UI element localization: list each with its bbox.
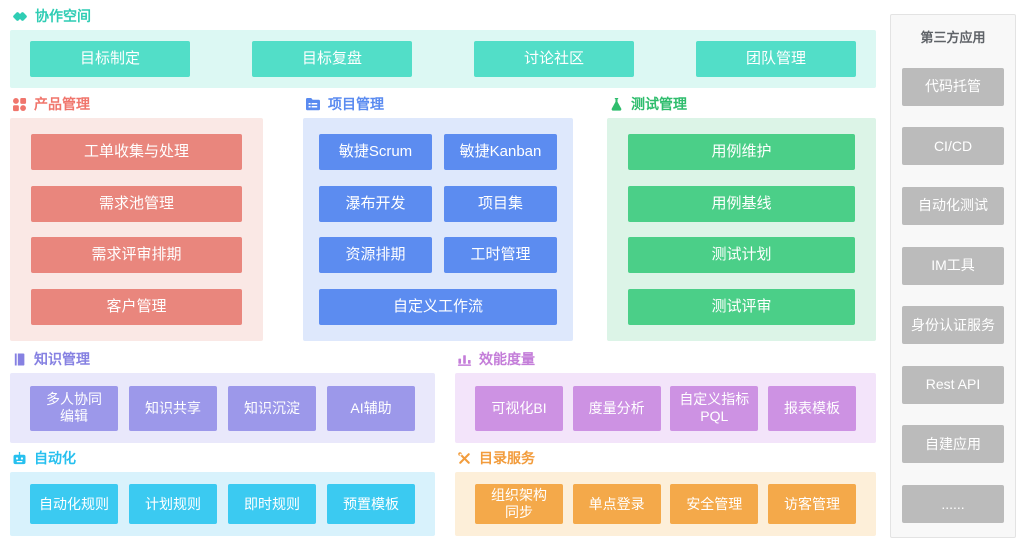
section-testing-header: 测试管理 xyxy=(607,94,876,114)
module-button-agile-scrum[interactable]: 敏捷Scrum xyxy=(319,134,432,170)
module-button-discussion-community[interactable]: 讨论社区 xyxy=(474,41,634,77)
section-testing: 测试管理 用例维护 用例基线 测试计划 测试评审 xyxy=(607,94,876,341)
integration-button-identity-auth[interactable]: 身份认证服务 xyxy=(902,306,1004,345)
module-button-bi-visualization[interactable]: 可视化BI xyxy=(475,385,563,431)
module-button-ticket-collection[interactable]: 工单收集与处理 xyxy=(31,134,242,170)
book-icon xyxy=(12,352,27,367)
section-title: 产品管理 xyxy=(34,96,90,112)
section-project-panel: 敏捷Scrum 敏捷Kanban 瀑布开发 项目集 资源排期 工时管理 自定义工… xyxy=(303,118,573,341)
module-button-custom-workflow[interactable]: 自定义工作流 xyxy=(319,288,557,325)
robot-icon xyxy=(12,451,27,466)
section-directory-panel: 组织架构同步 单点登录 安全管理 访客管理 xyxy=(455,472,876,536)
modules-grid-icon xyxy=(12,97,27,112)
integration-button-automated-testing[interactable]: 自动化测试 xyxy=(902,186,1004,225)
section-testing-panel: 用例维护 用例基线 测试计划 测试评审 xyxy=(607,118,876,341)
module-button-program[interactable]: 项目集 xyxy=(444,185,557,222)
section-collaboration: 协作空间 目标制定 目标复盘 讨论社区 团队管理 xyxy=(10,6,876,88)
section-automation-header: 自动化 xyxy=(10,448,435,468)
module-button-scheduled-rules[interactable]: 计划规则 xyxy=(129,484,217,524)
section-product-panel: 工单收集与处理 需求池管理 需求评审排期 客户管理 xyxy=(10,118,263,341)
module-button-requirement-review-scheduling[interactable]: 需求评审排期 xyxy=(31,237,242,274)
section-metrics-header: 效能度量 xyxy=(455,349,876,369)
section-directory-header: 目录服务 xyxy=(455,448,876,468)
section-title: 协作空间 xyxy=(35,8,91,24)
sidebar-title: 第三方应用 xyxy=(920,30,986,45)
section-project: 项目管理 敏捷Scrum 敏捷Kanban 瀑布开发 项目集 资源排期 工时管理… xyxy=(303,94,573,341)
module-button-customer-management[interactable]: 客户管理 xyxy=(31,288,242,325)
section-title: 项目管理 xyxy=(328,96,384,112)
module-button-report-template[interactable]: 报表模板 xyxy=(767,385,856,431)
section-title: 知识管理 xyxy=(34,351,90,367)
module-button-automation-rules[interactable]: 自动化规则 xyxy=(30,484,118,524)
module-button-org-sync[interactable]: 组织架构同步 xyxy=(475,484,563,524)
integration-button-rest-api[interactable]: Rest API xyxy=(902,365,1004,404)
section-title: 自动化 xyxy=(34,450,76,466)
section-knowledge-panel: 多人协同编辑 知识共享 知识沉淀 AI辅助 xyxy=(10,373,435,443)
integration-button-im-tools[interactable]: IM工具 xyxy=(902,246,1004,285)
module-button-knowledge-accumulation[interactable]: 知识沉淀 xyxy=(228,385,316,431)
module-button-sso[interactable]: 单点登录 xyxy=(572,484,661,524)
module-button-instant-rules[interactable]: 即时规则 xyxy=(228,484,316,524)
module-button-case-maintenance[interactable]: 用例维护 xyxy=(628,134,855,170)
module-button-case-baseline[interactable]: 用例基线 xyxy=(628,185,855,222)
integration-button-ci-cd[interactable]: CI/CD xyxy=(902,127,1004,166)
section-directory: 目录服务 组织架构同步 单点登录 安全管理 访客管理 xyxy=(455,448,876,536)
module-button-guest-management[interactable]: 访客管理 xyxy=(767,484,856,524)
module-button-metrics-analysis[interactable]: 度量分析 xyxy=(572,385,661,431)
folder-tasks-icon xyxy=(305,96,321,112)
module-button-timesheet[interactable]: 工时管理 xyxy=(444,237,557,274)
section-collaboration-header: 协作空间 xyxy=(10,6,876,26)
module-button-collaborative-editing[interactable]: 多人协同编辑 xyxy=(30,385,118,431)
module-button-goal-setting[interactable]: 目标制定 xyxy=(30,41,190,77)
module-button-requirement-pool[interactable]: 需求池管理 xyxy=(31,185,242,222)
module-button-test-review[interactable]: 测试评审 xyxy=(628,288,855,325)
integration-button-code-hosting[interactable]: 代码托管 xyxy=(902,67,1004,106)
module-button-knowledge-sharing[interactable]: 知识共享 xyxy=(129,385,217,431)
flask-icon xyxy=(609,97,624,112)
module-button-custom-metrics-pql[interactable]: 自定义指标PQL xyxy=(670,385,759,431)
sidebar-third-party: 第三方应用 代码托管 CI/CD 自动化测试 IM工具 身份认证服务 Rest … xyxy=(890,14,1016,538)
section-automation-panel: 自动化规则 计划规则 即时规则 预置模板 xyxy=(10,472,435,536)
module-button-team-management[interactable]: 团队管理 xyxy=(696,41,856,77)
section-metrics-panel: 可视化BI 度量分析 自定义指标PQL 报表模板 xyxy=(455,373,876,443)
module-button-goal-review[interactable]: 目标复盘 xyxy=(252,41,412,77)
section-project-header: 项目管理 xyxy=(303,94,573,114)
handshake-icon xyxy=(12,8,28,24)
main-area: 协作空间 目标制定 目标复盘 讨论社区 团队管理 xyxy=(10,6,876,538)
module-button-resource-scheduling[interactable]: 资源排期 xyxy=(319,237,432,274)
tools-icon xyxy=(457,451,472,466)
section-automation: 自动化 自动化规则 计划规则 即时规则 预置模板 xyxy=(10,448,435,536)
section-collaboration-panel: 目标制定 目标复盘 讨论社区 团队管理 xyxy=(10,30,876,88)
section-metrics: 效能度量 可视化BI 度量分析 自定义指标PQL 报表模板 xyxy=(455,349,876,443)
section-title: 效能度量 xyxy=(479,351,535,367)
module-button-security-management[interactable]: 安全管理 xyxy=(670,484,759,524)
integration-button-more[interactable]: ...... xyxy=(902,485,1004,523)
module-button-test-plan[interactable]: 测试计划 xyxy=(628,237,855,274)
module-button-preset-templates[interactable]: 预置模板 xyxy=(327,484,415,524)
module-button-waterfall[interactable]: 瀑布开发 xyxy=(319,185,432,222)
section-title: 目录服务 xyxy=(479,450,535,466)
bar-chart-icon xyxy=(457,352,472,367)
module-button-ai-assistant[interactable]: AI辅助 xyxy=(327,385,415,431)
third-row: 知识管理 多人协同编辑 知识共享 知识沉淀 AI辅助 xyxy=(10,349,876,443)
middle-row: 产品管理 工单收集与处理 需求池管理 需求评审排期 客户管理 xyxy=(10,94,876,341)
section-knowledge: 知识管理 多人协同编辑 知识共享 知识沉淀 AI辅助 xyxy=(10,349,435,443)
section-knowledge-header: 知识管理 xyxy=(10,349,435,369)
integration-button-custom-app[interactable]: 自建应用 xyxy=(902,425,1004,464)
module-button-agile-kanban[interactable]: 敏捷Kanban xyxy=(444,134,557,170)
fourth-row: 自动化 自动化规则 计划规则 即时规则 预置模板 xyxy=(10,448,876,536)
section-title: 测试管理 xyxy=(631,96,687,112)
section-product-header: 产品管理 xyxy=(10,94,263,114)
section-product: 产品管理 工单收集与处理 需求池管理 需求评审排期 客户管理 xyxy=(10,94,263,341)
